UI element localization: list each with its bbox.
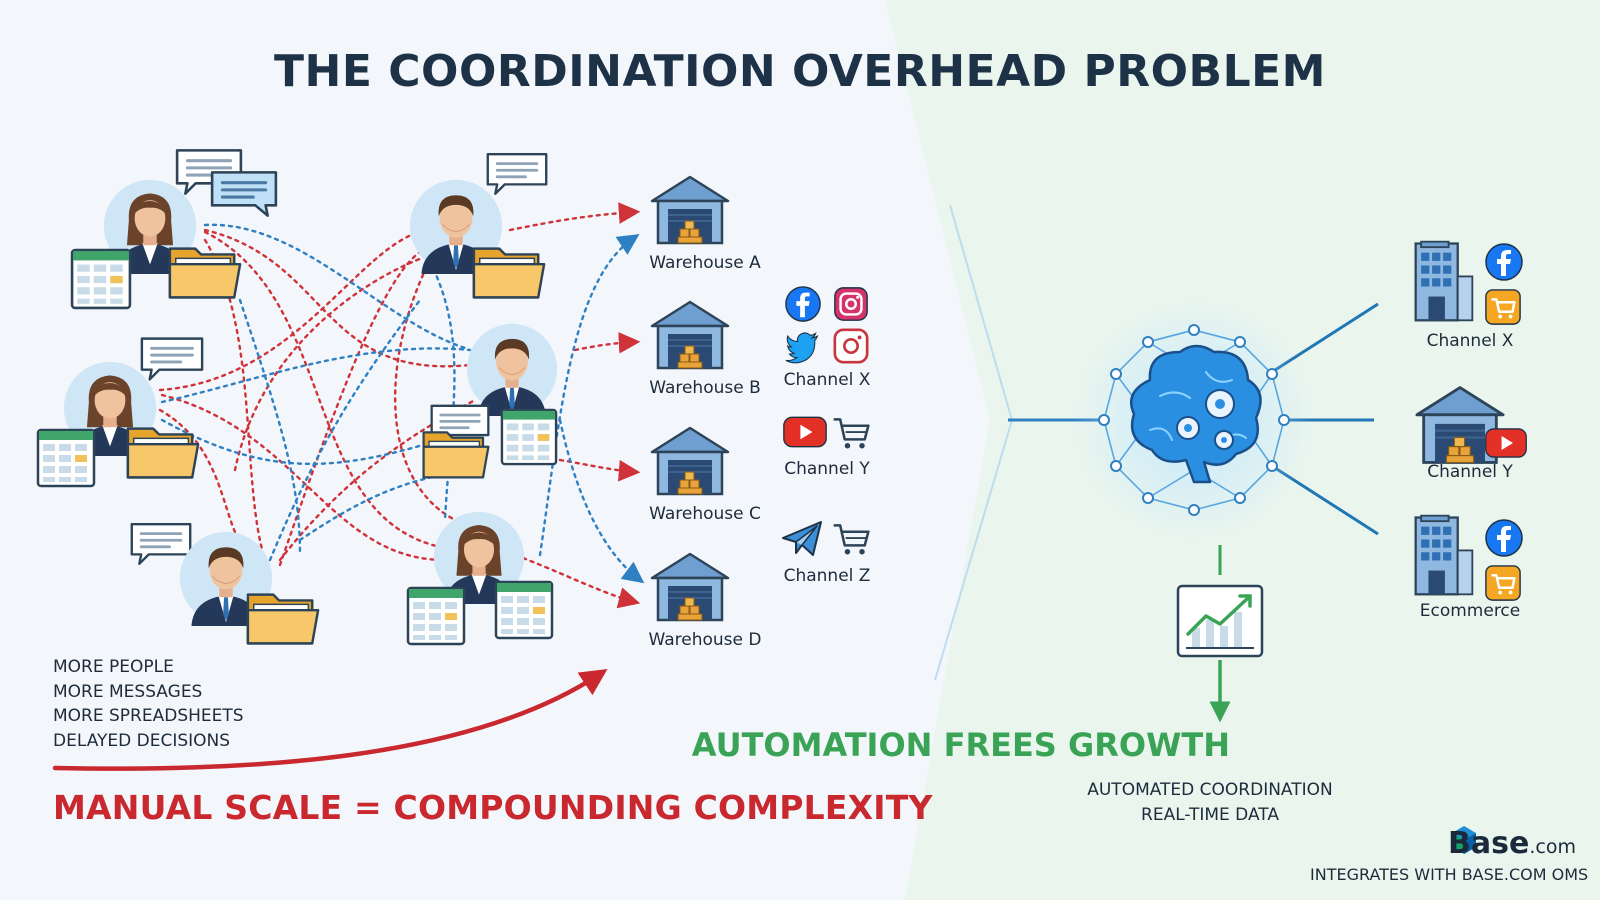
arrow-to-warehouse-b [573,332,641,354]
spreadsheet-icon [36,428,96,488]
brand-logo-icon [1452,826,1476,854]
brand-suffix: .com [1529,836,1576,858]
channel-label: Ecommerce [1419,601,1521,621]
tangled-connections [158,202,645,609]
arrow-to-warehouse-c [558,458,641,482]
problem-item: MORE SPREADSHEETS [53,706,244,726]
warehouse-label: Warehouse B [649,378,761,398]
folder-icon [422,431,490,479]
arrow-to-warehouse-a-blue [538,234,640,557]
connection-line [203,230,447,550]
benefit-list: AUTOMATED COORDINATION REAL-TIME DATA [1070,778,1350,828]
problem-conclusion: MANUAL SCALE = COMPOUNDING COMPLEXITY [53,788,933,827]
warehouse-label: Warehouse A [649,253,761,273]
solution-headline: AUTOMATION FREES GROWTH [691,726,1230,764]
folder-icon [472,247,546,299]
facebook-icon [1485,243,1523,281]
spreadsheet-icon [70,248,132,310]
arrow-to-warehouse-d-blue [558,418,645,584]
brand-note: INTEGRATES WITH BASE.COM OMS [1310,865,1589,884]
folder-icon [246,593,320,645]
connection-line [393,258,457,522]
benefit-item: AUTOMATED COORDINATION [1087,780,1333,800]
ai-hub [1008,300,1379,723]
cart-icon [1484,288,1522,326]
neural-nodes [1098,324,1290,516]
connection-line [160,418,442,465]
connection-line [160,393,447,562]
connection-line [428,260,456,522]
folder-icon [168,247,242,299]
problem-item: DELAYED DECISIONS [53,730,231,751]
facebook-icon [785,286,821,322]
brand-name: Base.com [1448,826,1576,861]
spreadsheet-icon [406,586,466,646]
warehouse-label: Warehouse D [648,630,762,650]
compounding-arrow [52,669,608,771]
channel-label: Channel X [783,370,871,390]
problem-item: MORE PEOPLE [53,657,174,677]
growth-chart-icon [1176,584,1264,658]
connection-line [233,253,432,472]
instagram-icon [833,286,869,322]
connection-line [160,347,472,404]
warehouse-label: Warehouse C [649,504,761,524]
connection-line [278,398,477,562]
spreadsheet-icon [494,580,554,640]
channel-label: Channel Y [1427,462,1513,482]
channel-label: Channel Y [784,459,870,479]
connection-line [158,228,430,392]
cart-icon [1484,564,1522,602]
brand-name-text: Base [1448,826,1530,861]
youtube-icon [783,416,827,448]
channel-label: Channel X [1426,331,1514,351]
problem-item: MORE MESSAGES [53,681,203,702]
problem-list: MORE PEOPLE MORE MESSAGES MORE SPREADSHE… [53,655,244,753]
spreadsheet-icon [500,408,558,466]
channel-label: Channel Z [783,566,871,586]
facebook-icon [1485,519,1523,557]
benefit-item: REAL-TIME DATA [1141,805,1279,825]
connection-line [268,298,422,562]
connection-line [203,223,467,350]
connection-line [238,298,302,557]
instagram-icon [833,328,869,364]
youtube-icon [1485,428,1527,458]
arrow-to-warehouse-a [508,202,641,232]
page-title: THE COORDINATION OVERHEAD PROBLEM [274,46,1326,97]
connection-line [278,250,422,567]
folder-icon [126,427,200,479]
brain-gears-icon [1130,344,1262,484]
